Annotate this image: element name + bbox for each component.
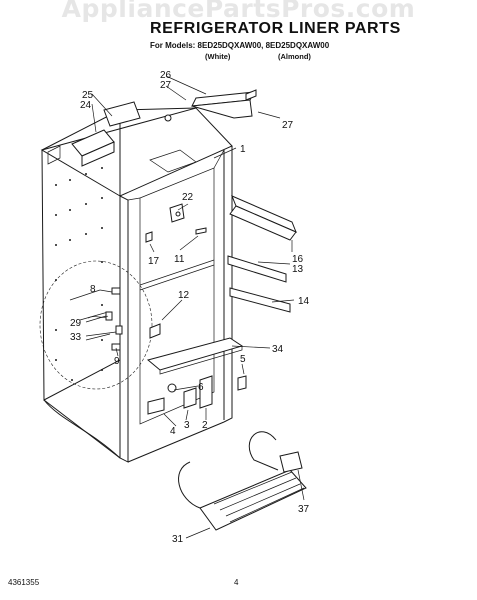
callout-14: 14 bbox=[298, 296, 310, 307]
callout-26: 26 bbox=[160, 70, 172, 81]
callout-12: 12 bbox=[178, 290, 190, 301]
interior-hardware bbox=[139, 203, 247, 415]
part-17-clip bbox=[145, 231, 153, 243]
part-2-bracket bbox=[199, 375, 213, 409]
part-29-screw bbox=[105, 311, 113, 321]
callout-4: 4 bbox=[170, 426, 176, 437]
part-27-screw bbox=[245, 89, 257, 101]
callout-17: 17 bbox=[148, 256, 160, 267]
callout-34: 34 bbox=[272, 344, 284, 355]
callout-8: 8 bbox=[90, 284, 96, 295]
part-37-heater bbox=[279, 451, 303, 473]
callout-27-right: 27 bbox=[282, 120, 294, 131]
callout-31: 31 bbox=[172, 534, 184, 545]
leader-lines bbox=[85, 75, 305, 539]
part-9-bracket bbox=[111, 343, 121, 351]
part-4-block bbox=[147, 397, 165, 415]
part-14-track bbox=[229, 287, 291, 313]
color-label-white: (White) bbox=[205, 52, 231, 61]
part-11-screw bbox=[195, 227, 207, 235]
model-numbers: For Models: 8ED25DQXAW00, 8ED25DQXAW00 bbox=[150, 41, 330, 50]
watermark: AppliancePartsPros.com bbox=[61, 0, 416, 23]
part-12-clip bbox=[149, 323, 161, 339]
callout-27-top: 27 bbox=[160, 80, 172, 91]
callout-29: 29 bbox=[70, 318, 82, 329]
callout-16: 16 bbox=[292, 254, 304, 265]
bottom-parts bbox=[178, 431, 307, 531]
part-31-drain-tray bbox=[199, 469, 307, 531]
callout-numbers: 26 27 27 25 24 1 22 17 11 16 13 14 12 8 … bbox=[70, 70, 310, 545]
callout-25: 25 bbox=[82, 90, 94, 101]
callout-22: 22 bbox=[182, 192, 194, 203]
part-13-track bbox=[227, 255, 287, 283]
callout-13: 13 bbox=[292, 264, 304, 275]
part-3-block bbox=[183, 387, 197, 409]
page-number: 4 bbox=[234, 578, 239, 587]
refrigerator-liner bbox=[40, 107, 233, 463]
callout-24: 24 bbox=[80, 100, 92, 111]
callout-11: 11 bbox=[174, 254, 185, 265]
callout-33: 33 bbox=[70, 332, 82, 343]
footer-code: 4361355 bbox=[8, 578, 40, 587]
callout-37: 37 bbox=[298, 504, 310, 515]
part-6-grommet bbox=[167, 383, 177, 393]
color-label-almond: (Almond) bbox=[278, 52, 311, 61]
callout-2: 2 bbox=[202, 420, 208, 431]
part-5-screw bbox=[237, 375, 247, 391]
part-25-housing bbox=[103, 101, 141, 127]
callout-3: 3 bbox=[184, 420, 190, 431]
callout-6: 6 bbox=[198, 382, 204, 393]
diagram-title: REFRIGERATOR LINER PARTS bbox=[150, 20, 401, 37]
callout-1: 1 bbox=[240, 144, 246, 155]
callout-5: 5 bbox=[240, 354, 246, 365]
callout-9: 9 bbox=[114, 356, 120, 367]
part-33-light bbox=[115, 325, 123, 335]
exploded-right-parts bbox=[71, 89, 297, 313]
part-8-clip bbox=[111, 287, 121, 295]
